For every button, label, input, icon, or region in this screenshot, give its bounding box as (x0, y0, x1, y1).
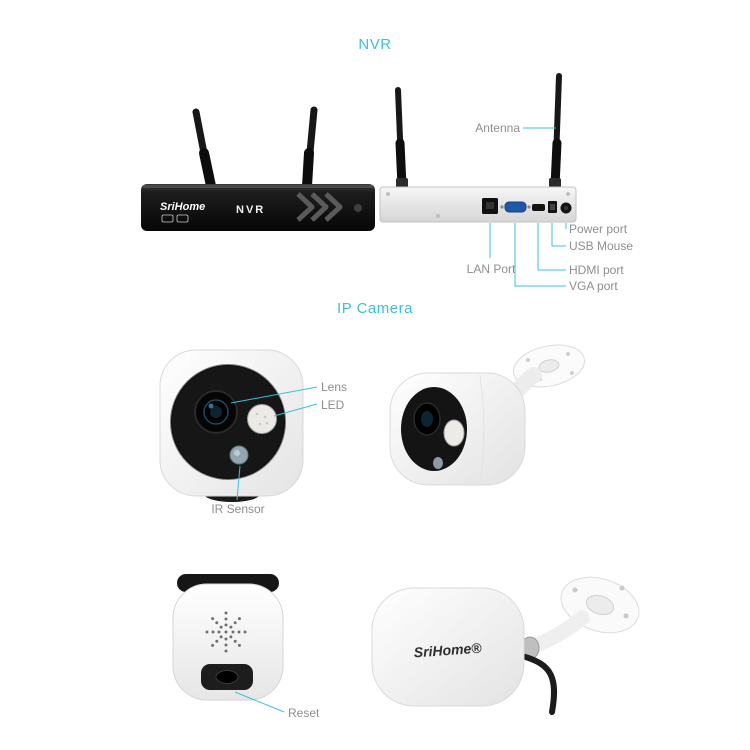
ir-sensor-icon (229, 445, 249, 465)
led-icon (247, 404, 277, 434)
nvr-front-view: SriHome NVR (138, 98, 378, 238)
nvr-front-antenna-left-icon (192, 108, 216, 191)
reset-label: Reset (288, 706, 320, 720)
camera-side-view (382, 333, 592, 498)
rear-mount-arm (520, 610, 590, 660)
camera-section-title: IP Camera (337, 300, 413, 317)
nvr-front-antenna-right-icon (302, 106, 318, 191)
power-port-icon (560, 202, 572, 214)
hdmi-leader-line (537, 223, 566, 271)
nvr-ir-window-icon (354, 204, 362, 212)
camera-rear-view: SriHome® (360, 560, 650, 720)
speaker-holes-icon (205, 611, 247, 653)
chevrons-icon (296, 192, 343, 222)
power-port-label: Power port (569, 222, 628, 236)
vga-leader-line (514, 223, 566, 287)
hdmi-port-label: HDMI port (569, 263, 624, 277)
side-led-icon (443, 419, 465, 447)
camera-rear-housing (371, 587, 525, 707)
usb-mouse-label: USB Mouse (569, 239, 634, 253)
housing-seam (479, 374, 485, 485)
led-label: LED (321, 398, 345, 412)
reset-hole-icon (215, 670, 239, 684)
camera-bottom-view (163, 568, 293, 708)
vga-port-icon (500, 201, 531, 213)
side-ir-sensor-icon (433, 457, 443, 469)
lens-icon (194, 390, 238, 434)
lan-port-icon (482, 198, 498, 214)
camera-front-view (152, 342, 312, 507)
lens-label: Lens (321, 380, 348, 394)
ir-sensor-label: IR Sensor (211, 502, 265, 516)
nvr-front-brand: SriHome (160, 201, 205, 213)
antenna-label: Antenna (475, 121, 520, 135)
nvr-back-panel (379, 186, 577, 223)
vga-port-label: VGA port (569, 279, 618, 293)
lan-port-label: LAN Port (466, 262, 516, 276)
camera-bottom-housing (172, 583, 284, 701)
usb-port-icon (548, 201, 557, 213)
nvr-section-title: NVR (358, 36, 392, 53)
nvr-back-antenna-right-icon (549, 73, 562, 191)
nvr-back-view (378, 68, 578, 228)
nvr-front-model: NVR (236, 204, 265, 216)
side-lens-icon (413, 402, 441, 436)
camera-rear-brand: SriHome® (413, 640, 483, 661)
nvr-back-antenna-left-icon (395, 87, 408, 191)
nvr-cert-badge-icons (161, 214, 189, 223)
hdmi-port-icon (532, 204, 545, 211)
power-cable-icon (519, 653, 558, 715)
reset-recess (201, 664, 253, 690)
